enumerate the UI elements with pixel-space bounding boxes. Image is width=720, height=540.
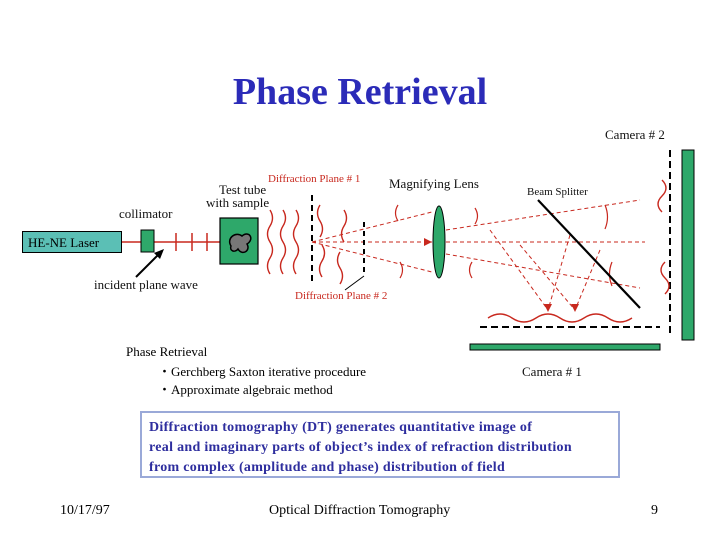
collimator-label: collimator <box>119 206 173 221</box>
magnifying-lens-label: Magnifying Lens <box>389 176 479 191</box>
wave-mark-8 <box>468 261 473 279</box>
wave-mark-1 <box>316 204 324 238</box>
incident-wave-pointer <box>135 252 161 278</box>
cam1-wave <box>487 313 633 323</box>
ray-to-cam1-a <box>489 229 549 311</box>
collimator-block <box>140 229 155 253</box>
ray-to-cam2-lower <box>445 253 641 289</box>
diffraction-plane-2-pointer <box>344 275 365 291</box>
slide-title: Phase Retrieval <box>232 71 488 113</box>
dt-note-line: from complex (amplitude and phase) distr… <box>149 460 506 475</box>
ray-to-cam2-upper <box>445 199 641 231</box>
phase-retrieval-heading: Phase Retrieval <box>126 344 208 359</box>
camera-2-label: Camera # 2 <box>605 127 665 142</box>
wave-mark-6 <box>399 261 404 279</box>
footer-date: 10/17/97 <box>60 503 110 518</box>
footer-page-number: 9 <box>651 503 658 518</box>
cam1-arrowhead-1 <box>544 304 552 312</box>
beam-splitter-label: Beam Splitter <box>527 186 588 198</box>
dt-note-line: real and imaginary parts of object’s ind… <box>149 440 572 455</box>
wave-mark-5 <box>394 204 399 222</box>
incident-plane-wave-label: incident plane wave <box>94 277 198 292</box>
cam2-wave-2 <box>660 261 670 295</box>
ray-to-cam1-d <box>574 249 601 311</box>
cam2-wave-1 <box>657 179 667 213</box>
diffraction-plane-2-label: Diffraction Plane # 2 <box>295 290 388 302</box>
wave-mark-10 <box>608 261 613 287</box>
wave-mark-7 <box>474 207 479 225</box>
cam1-arrowhead-2 <box>571 304 579 312</box>
ray-lower <box>311 241 433 273</box>
ray-upper <box>311 211 433 243</box>
with-sample-label: with sample <box>206 195 270 210</box>
ray-to-cam1-c <box>519 244 576 311</box>
diffraction-plane-1-label: Diffraction Plane # 1 <box>268 173 361 185</box>
sample-blob <box>229 233 252 254</box>
wave-mark-2 <box>318 244 326 278</box>
beam-splitter <box>537 199 641 309</box>
ray-to-cam1-b <box>547 234 571 311</box>
dt-note-box: Diffraction tomography (DT) generates qu… <box>140 411 620 478</box>
wave-mark-9 <box>604 204 609 230</box>
wavefront-2 <box>279 209 287 275</box>
phase-retrieval-item: ・Approximate algebraic method <box>158 382 333 397</box>
wave-mark-3 <box>340 209 348 243</box>
ray-arrowhead <box>424 238 432 246</box>
phase-retrieval-item: ・Gerchberg Saxton iterative procedure <box>158 364 367 379</box>
incident-wave-arrowhead <box>154 249 164 259</box>
laser-label: HE-NE Laser <box>22 231 122 253</box>
wave-mark-4 <box>336 251 344 285</box>
test-tube-label: Test tube <box>219 182 267 197</box>
dt-note-line: Diffraction tomography (DT) generates qu… <box>149 420 533 435</box>
camera-1-sensor <box>469 343 661 351</box>
footer-title: Optical Diffraction Tomography <box>269 503 451 518</box>
wavefront-1 <box>266 209 274 275</box>
camera-1-label: Camera # 1 <box>522 364 582 379</box>
wavefront-3 <box>292 209 300 275</box>
camera-2-sensor <box>681 149 695 341</box>
magnifying-lens <box>432 205 446 279</box>
